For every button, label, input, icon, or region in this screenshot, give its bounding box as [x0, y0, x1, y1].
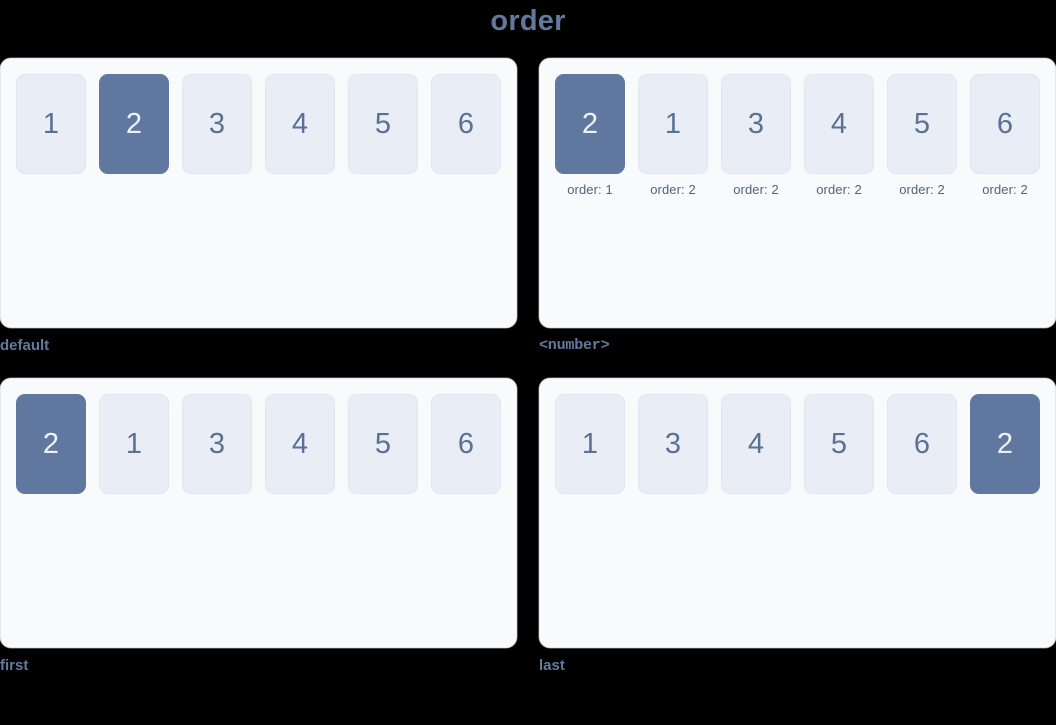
flex-item-column: 5	[348, 394, 418, 494]
panel-label: first	[0, 657, 29, 674]
panel-label: <number>	[539, 337, 610, 354]
demo-cell: 2 order: 1 1 order: 2 3 order: 2 4 order: 2 5 ord…	[539, 58, 1056, 370]
flex-item-box[interactable]: 3	[182, 74, 252, 174]
flex-item-box[interactable]: 1	[638, 74, 708, 174]
flex-item-column: 2	[99, 74, 169, 174]
flex-item-column: 5 order: 2	[887, 74, 957, 198]
flex-item-column: 2	[16, 394, 86, 494]
flex-item-column: 5	[804, 394, 874, 494]
flex-item-box[interactable]: 1	[16, 74, 86, 174]
flex-item-column: 3	[182, 74, 252, 174]
flex-item-column: 4	[721, 394, 791, 494]
flex-item-box[interactable]: 1	[555, 394, 625, 494]
flex-item-box[interactable]: 5	[348, 394, 418, 494]
flex-item-column: 6	[431, 74, 501, 174]
order-note: order: 2	[982, 182, 1028, 197]
panel-label: default	[0, 337, 50, 354]
flex-item-box[interactable]: 3	[638, 394, 708, 494]
flex-item-box-active[interactable]: 2	[99, 74, 169, 174]
order-note: order: 2	[733, 182, 779, 197]
flex-item-column: 4 order: 2	[804, 74, 874, 198]
order-note: order: 2	[899, 182, 945, 197]
flex-item-box[interactable]: 6	[970, 74, 1040, 174]
order-note: order: 2	[650, 182, 696, 197]
flex-item-box[interactable]: 4	[265, 394, 335, 494]
flex-item-box[interactable]: 4	[804, 74, 874, 174]
flex-item-column: 4	[265, 74, 335, 174]
flex-item-box[interactable]: 3	[721, 74, 791, 174]
flex-item-box-active[interactable]: 2	[16, 394, 86, 494]
flex-item-box-active[interactable]: 2	[555, 74, 625, 174]
flex-item-column: 1	[16, 74, 86, 174]
flex-item-box[interactable]: 6	[887, 394, 957, 494]
flex-item-box[interactable]: 6	[431, 394, 501, 494]
flex-item-column: 1 order: 2	[638, 74, 708, 198]
flex-item-box[interactable]: 5	[348, 74, 418, 174]
flex-item-box[interactable]: 1	[99, 394, 169, 494]
flex-item-column: 3	[182, 394, 252, 494]
flex-item-column: 2	[970, 394, 1040, 494]
page-title: order	[490, 5, 566, 37]
flex-item-column: 4	[265, 394, 335, 494]
flex-item-column: 1	[555, 394, 625, 494]
flex-item-column: 6	[431, 394, 501, 494]
panel-label: last	[539, 657, 565, 674]
flex-item-box[interactable]: 5	[804, 394, 874, 494]
flex-item-box[interactable]: 5	[887, 74, 957, 174]
flex-item-column: 6 order: 2	[970, 74, 1040, 198]
flex-item-column: 1	[99, 394, 169, 494]
flex-item-column: 3	[638, 394, 708, 494]
order-note: order: 1	[567, 182, 613, 197]
flex-item-box[interactable]: 4	[265, 74, 335, 174]
flex-item-box[interactable]: 3	[182, 394, 252, 494]
flex-item-box[interactable]: 4	[721, 394, 791, 494]
flex-item-box[interactable]: 6	[431, 74, 501, 174]
flex-container-panel: 2 order: 1 1 order: 2 3 order: 2 4 order: 2 5 ord…	[539, 58, 1056, 328]
flex-item-column: 5	[348, 74, 418, 174]
flex-item-column: 2 order: 1	[555, 74, 625, 198]
flex-item-column: 3 order: 2	[721, 74, 791, 198]
flex-item-box-active[interactable]: 2	[970, 394, 1040, 494]
order-note: order: 2	[816, 182, 862, 197]
flex-item-column: 6	[887, 394, 957, 494]
